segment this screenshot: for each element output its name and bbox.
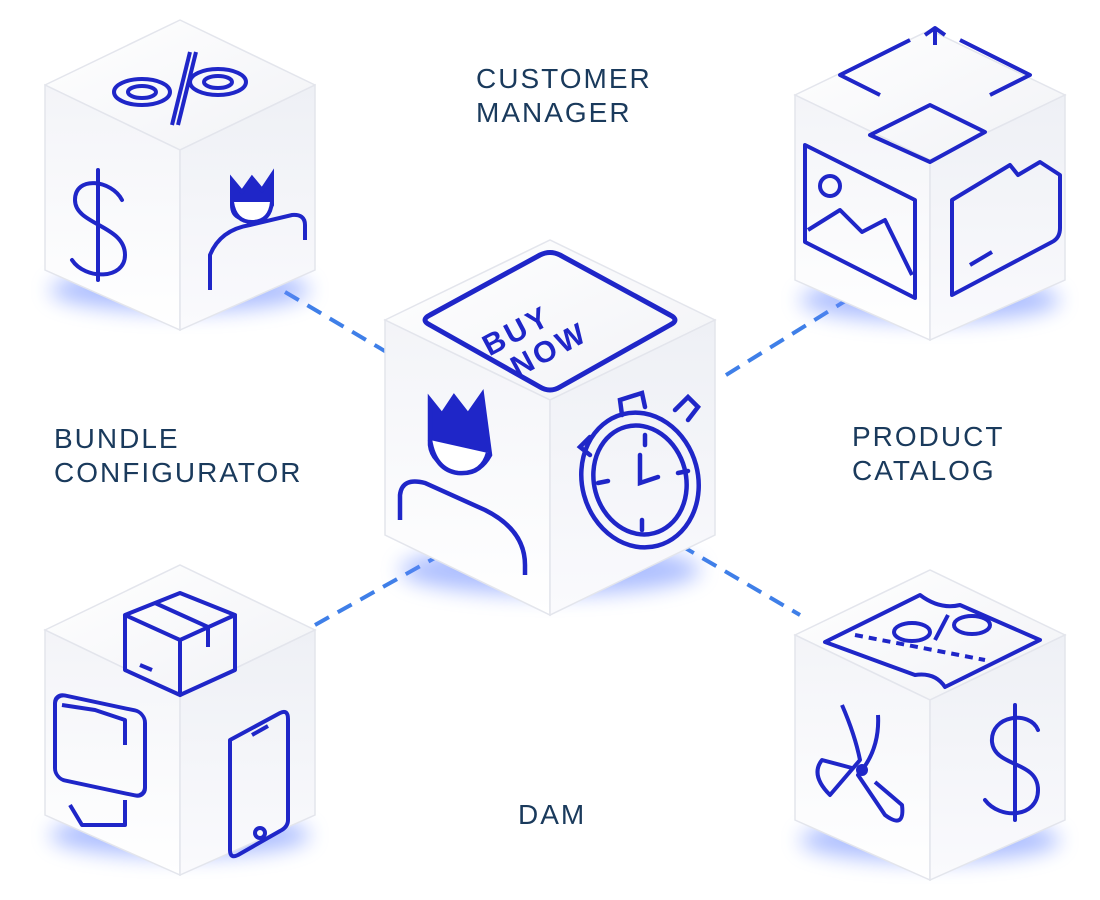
label-line: PRODUCT	[852, 421, 1005, 452]
dollar-icon	[70, 168, 128, 282]
folder-icon	[950, 160, 1062, 297]
smartphone-icon	[228, 709, 290, 859]
label-dam: DAM	[518, 798, 586, 832]
label-line: CONFIGURATOR	[54, 457, 303, 488]
cube-bottom-left	[43, 564, 317, 877]
stopwatch-icon	[576, 390, 701, 550]
label-product-catalog: PRODUCT CATALOG	[852, 420, 1004, 488]
label-line: MANAGER	[476, 97, 632, 128]
cube-bottom-right	[793, 569, 1067, 882]
connector-bottom-right	[678, 543, 802, 617]
customer-crown-icon	[397, 388, 528, 575]
label-line: BUNDLE	[54, 423, 180, 454]
customer-crown-icon	[208, 168, 307, 290]
cube-top-left	[44, 19, 316, 332]
coupon-percent-icon	[823, 593, 1042, 689]
label-bundle-configurator: BUNDLE CONFIGURATOR	[54, 422, 303, 490]
smartwatch-icon	[53, 693, 147, 827]
label-line: CUSTOMER	[476, 63, 652, 94]
label-line: DAM	[518, 799, 587, 830]
package-icon	[123, 591, 237, 697]
dollar-icon	[983, 703, 1041, 822]
buy-now-badge-icon: BUY NOW	[422, 250, 678, 393]
scissors-icon	[815, 704, 905, 823]
image-icon	[803, 143, 917, 300]
connector-top-left	[283, 290, 402, 362]
cube-top-right	[793, 26, 1067, 342]
label-customer-manager: CUSTOMER MANAGER	[476, 62, 652, 130]
cube-center: BUY NOW	[383, 239, 717, 617]
percent-icon	[112, 51, 248, 126]
label-line: CATALOG	[852, 455, 996, 486]
upload-box-icon	[838, 26, 1032, 164]
